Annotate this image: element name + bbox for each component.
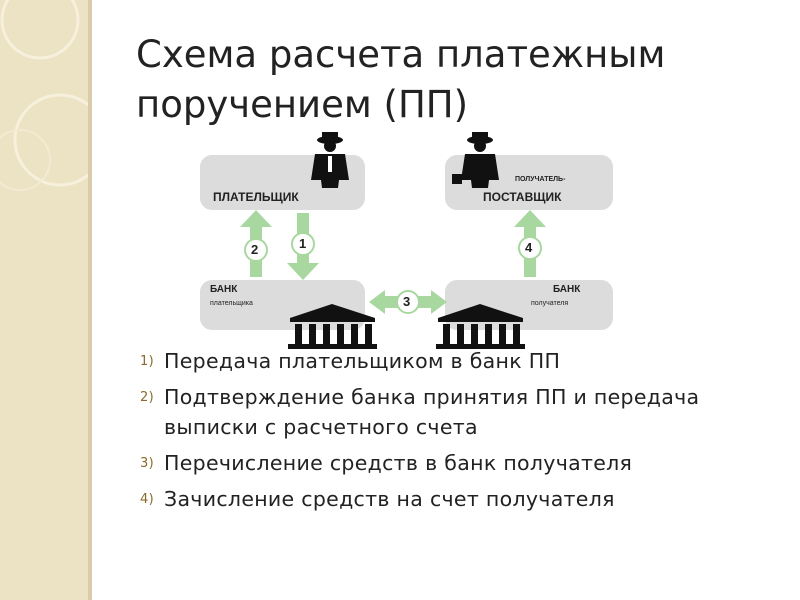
steps-list: 1) Передача плательщиком в банк ПП 2) Подт… xyxy=(140,346,790,520)
sidebar-edge xyxy=(88,0,92,600)
bank-building-icon-payer xyxy=(288,304,377,349)
slide-title: Схема расчета платежным поручением (ПП) xyxy=(136,30,776,130)
list-item: 1) Передача плательщиком в банк ПП xyxy=(140,346,790,376)
list-item: 3) Перечисление средств в банк получателя xyxy=(140,448,790,478)
payer-label: ПЛАТЕЛЬЩИК xyxy=(213,190,299,204)
bank-recipient-title: БАНК xyxy=(553,284,581,295)
person-icon-payer xyxy=(311,132,349,188)
decorative-sidebar xyxy=(0,0,88,600)
bank-building-icon-recipient xyxy=(436,304,525,349)
list-item-number: 1) xyxy=(140,354,154,369)
decorative-circles xyxy=(0,0,88,191)
arrow-1-down xyxy=(287,213,319,280)
list-item-number: 2) xyxy=(140,390,154,405)
bank-recipient-sub: получателя xyxy=(531,300,569,307)
arrow-2-number: 2 xyxy=(251,242,259,257)
list-item: 2) Подтверждение банка принятия ПП и пере… xyxy=(140,382,790,442)
arrows-layer xyxy=(240,210,546,314)
arrow-3-horizontal xyxy=(369,290,447,314)
list-item-number: 4) xyxy=(140,492,154,507)
bank-payer-sub: плательщика xyxy=(210,300,253,307)
arrow-1-number: 1 xyxy=(299,236,307,251)
list-item-text: Перечисление средств в банк получателя xyxy=(164,451,633,475)
bank-payer-title: БАНК xyxy=(210,284,238,295)
arrow-4-up xyxy=(514,210,546,277)
arrow-4-number: 4 xyxy=(525,240,533,255)
title-line-1: Схема расчета платежным xyxy=(136,33,666,76)
arrow-3-number: 3 xyxy=(403,294,411,309)
supplier-label-top: ПОЛУЧАТЕЛЬ- xyxy=(515,176,566,183)
list-item: 4) Зачисление средств на счет получателя xyxy=(140,484,790,514)
list-item-text: Зачисление средств на счет получателя xyxy=(164,487,615,511)
person-icon-supplier xyxy=(452,132,499,188)
payment-diagram: ПЛАТЕЛЬЩИК ПОЛУЧАТЕЛЬ- ПОСТАВЩИК БАНК пл… xyxy=(195,130,625,350)
list-item-text: Подтверждение банка принятия ПП и переда… xyxy=(164,385,700,439)
list-item-text: Передача плательщиком в банк ПП xyxy=(164,349,561,373)
supplier-label-bottom: ПОСТАВЩИК xyxy=(483,190,562,204)
arrow-2-up xyxy=(240,210,272,277)
title-line-2: поручением (ПП) xyxy=(136,83,469,126)
list-item-number: 3) xyxy=(140,456,154,471)
